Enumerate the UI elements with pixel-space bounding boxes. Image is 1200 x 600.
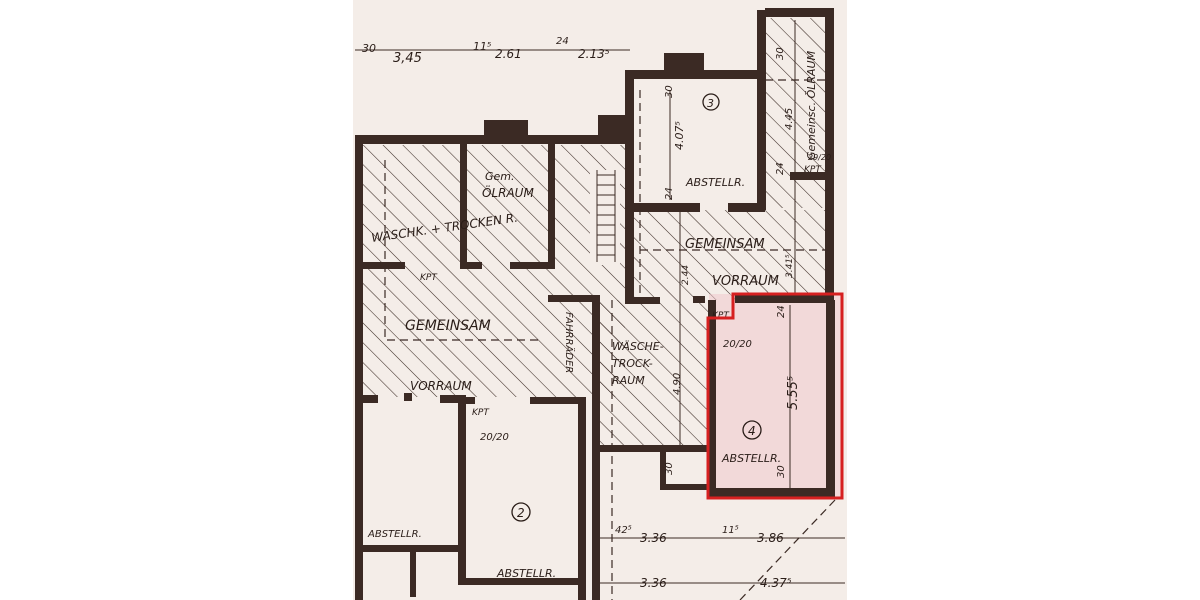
room-4-circle	[742, 420, 762, 440]
kpt-size-room2: 20/20	[480, 432, 509, 443]
left-room-label: ABSTELLR.	[367, 529, 422, 540]
dimension-lines	[355, 20, 845, 584]
label-waesche-2: TROCK-	[612, 357, 653, 370]
label-oelraum-right: Gemeinsc. ÖLRAUM	[805, 50, 818, 160]
dim-small-box: 30	[664, 462, 675, 475]
kpt-room4: KPT	[712, 311, 730, 321]
dim-vorraum-small: 2.44	[681, 265, 691, 285]
label-vorraum-right: VORRAUM	[712, 274, 779, 289]
dim-room4-height: 5.55⁵	[786, 376, 801, 410]
room-3-label: ABSTELLR.	[685, 176, 745, 189]
dim-top-5: 2.13⁵	[578, 47, 610, 61]
label-gemeinsam-left: GEMEINSAM	[405, 318, 491, 334]
dim-top-3: 2.61	[495, 47, 522, 61]
label-oelraum-left-2: ÖLRAUM	[482, 184, 534, 200]
room-4-label: ABSTELLR.	[721, 452, 781, 465]
dim-top-4: 24	[556, 36, 569, 47]
dim-room4-top: 24	[776, 305, 787, 318]
dim-room3-bottom: 24	[664, 187, 675, 200]
dim-top-0: 30	[362, 42, 376, 55]
room-4-highlight-fill	[709, 294, 842, 498]
dim-oelraum-height: 4.45	[784, 108, 795, 130]
label-waesche-1: WÄSCHE-	[612, 340, 664, 353]
room-2-label: ABSTELLR.	[496, 567, 556, 580]
label-waesche-3: RAUM	[612, 374, 645, 387]
kpt-size-right: 29/20	[808, 153, 831, 162]
dim-oelraum-top: 30	[775, 47, 786, 60]
room-3-circle	[702, 93, 720, 111]
dim-room3-height: 4.07⁵	[673, 121, 686, 150]
room-3-number: 3	[707, 97, 714, 110]
room-2-number: 2	[517, 506, 525, 520]
room-2-circle	[511, 502, 531, 522]
kpt-right: KPT	[804, 165, 822, 175]
dim-top-2: 11⁵	[473, 40, 491, 53]
dashed-guides	[384, 79, 836, 600]
dim-oelraum-bottom: 24	[775, 162, 786, 175]
dim-waesche-height: 4.90	[672, 373, 683, 395]
staircase-steps	[596, 170, 616, 262]
dim-bottom2-1: 4.37⁵	[760, 576, 792, 590]
label-gemeinsam-right: GEMEINSAM	[685, 237, 765, 252]
room-4-number: 4	[748, 424, 756, 438]
dim-top-1: 3,45	[393, 51, 422, 66]
label-oelraum-left-1: Gem.	[485, 170, 515, 183]
dim-bottom1-3: 3.86	[757, 531, 784, 545]
dim-room4-bottom: 30	[776, 465, 787, 478]
dim-bottom1-1: 3.36	[640, 531, 667, 545]
walls	[355, 8, 835, 600]
dim-vorraum-height: 3.41⁵	[785, 254, 795, 278]
kpt-left: KPT	[420, 273, 438, 283]
label-vorraum-left: VORRAUM	[410, 379, 472, 393]
label-fahrraeder: FAHRRÄDER	[563, 312, 576, 373]
dim-bottom1-2: 11⁵	[722, 525, 739, 536]
kpt-size-room4: 20/20	[723, 339, 752, 350]
dim-bottom2-0: 3.36	[640, 576, 667, 590]
dim-room3-top: 30	[664, 85, 675, 98]
room-4-highlight-border	[706, 292, 844, 500]
kpt-room2: KPT	[472, 408, 490, 418]
dim-bottom1-0: 42⁵	[615, 525, 632, 536]
